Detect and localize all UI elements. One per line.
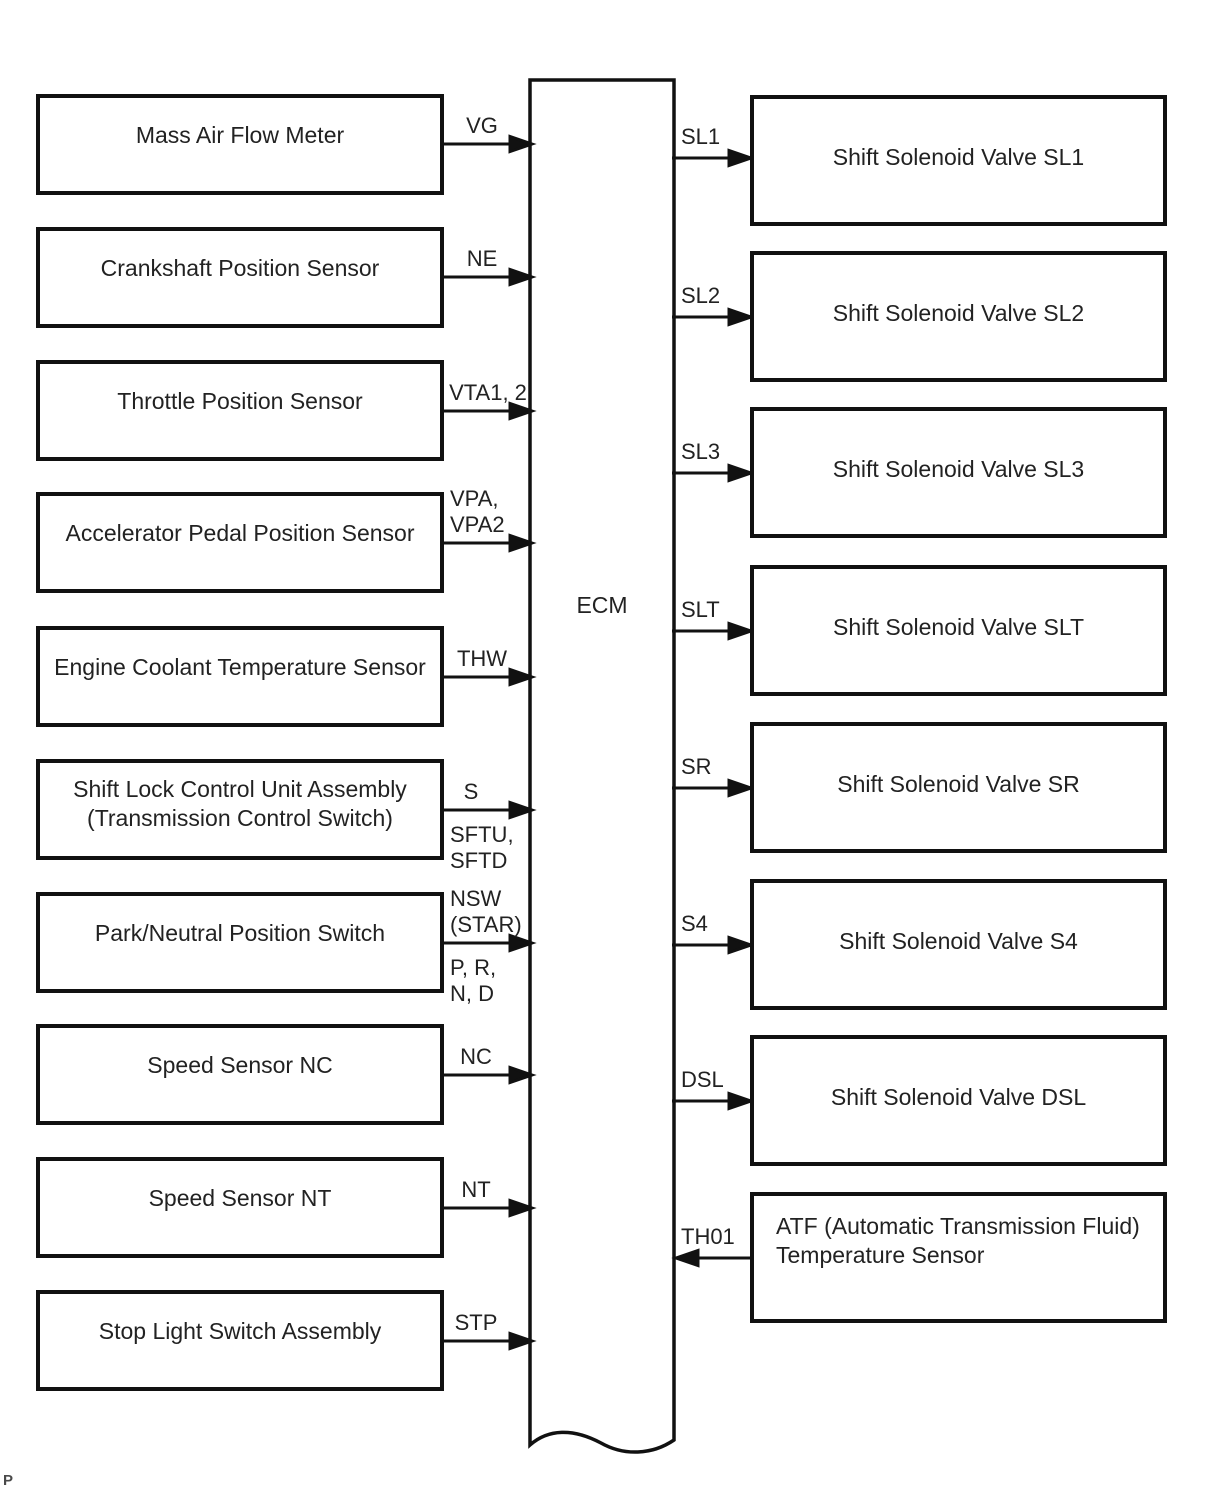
node-shift-lock-control-unit: Shift Lock Control Unit Assembly (Transm… [36,759,444,860]
signal-stp: STP [454,1310,498,1335]
signal-nt: NT [461,1177,491,1202]
signal-p-r-n-d: P, R, N, D [450,955,497,1006]
signal-vpa-vpa2: VPA, VPA2 [450,486,505,537]
node-label: Shift Solenoid Valve SL1 [832,144,1085,170]
signal-thw: THW [456,646,508,671]
node-label: Shift Solenoid Valve S4 [839,928,1078,954]
node-label: Throttle Position Sensor [117,388,363,414]
connector-vg [442,134,537,154]
connector-slt [672,621,756,641]
node-label: Shift Solenoid Valve SLT [832,614,1084,640]
connector-dsl [672,1091,756,1111]
signal-sl2: SL2 [681,283,721,308]
node-label: Engine Coolant Temperature Sensor [54,654,426,680]
node-label: Stop Light Switch Assembly [98,1318,382,1344]
node-label: Shift Solenoid Valve SR [837,771,1080,797]
node-shift-solenoid-valve-s4: Shift Solenoid Valve S4 [750,879,1167,1010]
signal-th01: TH01 [681,1224,735,1249]
connector-s-sftu-sftd [442,800,537,820]
signal-sl1: SL1 [681,124,721,149]
node-shift-solenoid-valve-slt: Shift Solenoid Valve SLT [750,565,1167,696]
signal-ne: NE [466,246,498,271]
node-label: Crankshaft Position Sensor [100,255,380,281]
connector-vta [442,401,537,421]
signal-s4: S4 [681,911,708,936]
connector-nc [442,1065,537,1085]
node-label: Shift Solenoid Valve SL3 [832,456,1085,482]
signal-sftu-sftd: SFTU, SFTD [450,822,514,873]
node-speed-sensor-nc: Speed Sensor NC [36,1024,444,1125]
node-label: Park/Neutral Position Switch [94,920,386,946]
node-label: Shift Solenoid Valve DSL [830,1084,1087,1110]
node-accelerator-pedal-position-sensor: Accelerator Pedal Position Sensor [36,492,444,593]
node-shift-solenoid-valve-sl3: Shift Solenoid Valve SL3 [750,407,1167,538]
signal-slt: SLT [681,597,720,622]
signal-vta1-2: VTA1, 2 [449,380,527,405]
node-label: Speed Sensor NT [148,1185,332,1211]
ecm-box [528,78,676,1454]
node-throttle-position-sensor: Throttle Position Sensor [36,360,444,461]
node-label: Shift Lock Control Unit Assembly (Transm… [73,776,407,831]
node-label: ATF (Automatic Transmission Fluid) Tempe… [776,1213,1140,1268]
signal-dsl: DSL [681,1067,724,1092]
page-marker: P [3,1472,14,1489]
node-shift-solenoid-valve-sl1: Shift Solenoid Valve SL1 [750,95,1167,226]
signal-s: S [463,779,479,804]
node-speed-sensor-nt: Speed Sensor NT [36,1157,444,1258]
connector-nsw [442,933,537,953]
connector-thw [442,667,537,687]
connector-sl1 [672,148,756,168]
node-park-neutral-position-switch: Park/Neutral Position Switch [36,892,444,993]
signal-sl3: SL3 [681,439,721,464]
connector-ne [442,267,537,287]
node-shift-solenoid-valve-sl2: Shift Solenoid Valve SL2 [750,251,1167,382]
connector-stp [442,1331,537,1351]
node-shift-solenoid-valve-dsl: Shift Solenoid Valve DSL [750,1035,1167,1166]
node-label: Mass Air Flow Meter [135,122,345,148]
signal-nc: NC [460,1044,492,1069]
signal-vg: VG [466,113,498,138]
node-label: Shift Solenoid Valve SL2 [832,300,1085,326]
connector-vpa [442,533,537,553]
node-crankshaft-position-sensor: Crankshaft Position Sensor [36,227,444,328]
connector-nt [442,1198,537,1218]
node-atf-temperature-sensor: ATF (Automatic Transmission Fluid) Tempe… [750,1192,1167,1323]
signal-sr: SR [681,754,712,779]
node-mass-air-flow-meter: Mass Air Flow Meter [36,94,444,195]
node-label: Speed Sensor NC [147,1052,333,1078]
connector-sl3 [672,463,756,483]
ecm-label: ECM [576,592,628,618]
node-label: Accelerator Pedal Position Sensor [65,520,415,546]
connector-th01 [671,1248,752,1268]
connector-sr [672,778,756,798]
signal-nsw-star: NSW (STAR) [450,886,522,937]
node-stop-light-switch-assembly: Stop Light Switch Assembly [36,1290,444,1391]
connector-s4 [672,935,756,955]
connector-sl2 [672,307,756,327]
node-engine-coolant-temperature-sensor: Engine Coolant Temperature Sensor [36,626,444,727]
node-shift-solenoid-valve-sr: Shift Solenoid Valve SR [750,722,1167,853]
